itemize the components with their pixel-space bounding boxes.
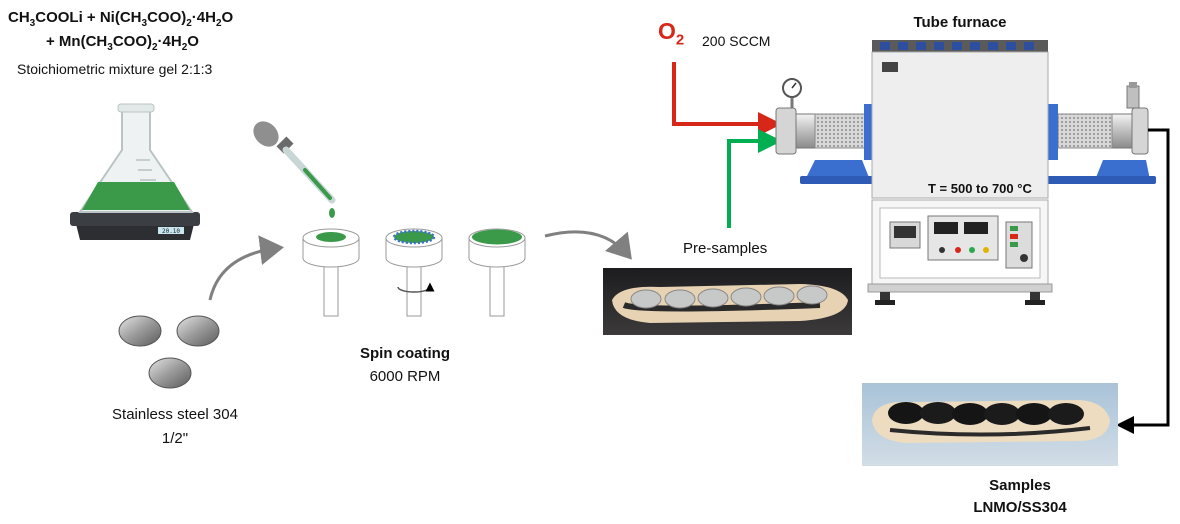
samples-photo [862,383,1118,466]
flask-on-scale: 20.10 [70,103,200,240]
spin-coating-title: Spin coating [360,345,450,362]
oxygen-label: O2 [658,18,685,49]
dropper [253,121,336,218]
spin-coater-3 [468,228,526,317]
spin-coater-1 [302,228,360,317]
furnace-temperature: T = 500 to 700 °C [928,181,1032,196]
samples-name: LNMO/SS304 [973,499,1067,516]
arrow-to-spin [208,235,284,301]
steel-discs [118,315,220,389]
samples-title: Samples [989,477,1051,494]
spin-coating-speed: 6000 RPM [369,368,441,385]
substrate-name: Stainless steel 304 [112,406,238,423]
arrow-to-presamples [544,230,632,260]
output-line [1116,128,1170,434]
precursor-caption: Stoichiometric mixture gel 2:1:3 [17,61,213,77]
presamples-photo [603,268,852,335]
oxygen-line [672,62,782,136]
precursor-formula-line2: + Mn(CH3COO)2·4H2O [46,33,199,53]
spin-coater-2 [385,228,443,317]
substrate-size: 1/2" [161,430,189,447]
tube-furnace [775,40,1156,305]
precursor-formula-line1: CH3COOLi + Ni(CH3COO)2·4H2O [8,9,234,29]
presamples-label: Pre-samples [683,240,768,257]
inert-gas-line [727,129,782,228]
scale-display: 20.10 [162,228,180,235]
oxygen-flow: 200 SCCM [702,33,771,49]
furnace-title: Tube furnace [913,14,1007,31]
